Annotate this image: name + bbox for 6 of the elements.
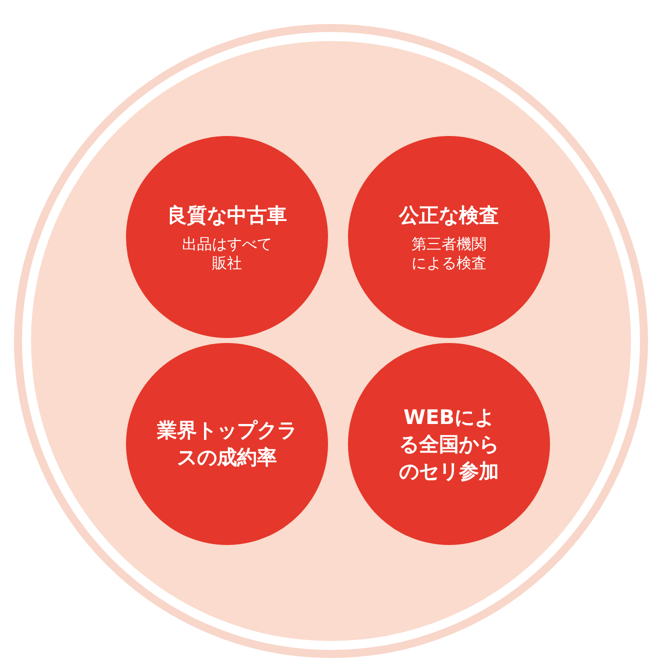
feature-heading: 公正な検査 (398, 202, 500, 228)
feature-heading: WEBによる全国からのセリ参加 (398, 404, 500, 484)
feature-heading: 良質な中古車 (166, 202, 288, 228)
feature-description: 出品はすべて販社 (181, 234, 273, 272)
feature-heading: 業界トップクラスの成約率 (156, 417, 298, 471)
feature-description: 第三者機関による検査 (410, 234, 488, 272)
